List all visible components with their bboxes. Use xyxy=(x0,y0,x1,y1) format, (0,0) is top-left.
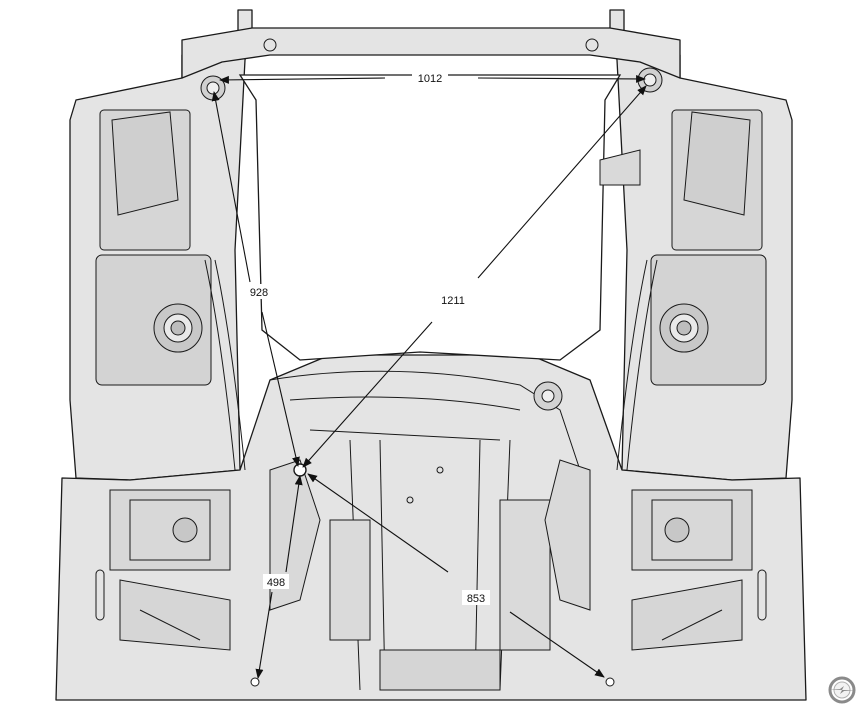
left-structure-details xyxy=(95,38,277,651)
dimension-labels: 1012 928 1211 498 853 xyxy=(244,70,490,605)
dim-line-853-down xyxy=(509,611,605,678)
dim-line-1211-down xyxy=(302,321,433,468)
dim-label-498: 498 xyxy=(263,574,289,589)
dim-line-1211-up xyxy=(477,85,647,279)
dim-line-928-down xyxy=(261,311,300,467)
dim-text-928: 928 xyxy=(250,287,268,299)
dim-line-1012-right xyxy=(477,74,646,83)
dim-text-1211: 1211 xyxy=(441,295,465,307)
dim-label-1012: 1012 xyxy=(412,70,448,85)
dim-line-498-up xyxy=(285,475,303,573)
rear-cross-member xyxy=(181,27,681,79)
dim-label-853: 853 xyxy=(462,590,490,605)
dim-text-1012: 1012 xyxy=(418,73,442,85)
dim-label-928: 928 xyxy=(244,284,274,299)
dim-text-853: 853 xyxy=(467,593,485,605)
floor-pan xyxy=(55,354,807,701)
dim-line-853-up xyxy=(307,473,449,573)
dim-line-928-up xyxy=(211,91,251,283)
brand-logo-icon xyxy=(828,676,856,704)
right-structure-details xyxy=(585,38,767,651)
dimension-lines xyxy=(211,74,647,679)
dim-label-1211: 1211 xyxy=(436,292,470,307)
trunk-opening xyxy=(238,74,622,361)
dim-line-498-down xyxy=(255,591,273,679)
dim-line-1012-left xyxy=(219,75,386,84)
dim-text-498: 498 xyxy=(267,577,285,589)
